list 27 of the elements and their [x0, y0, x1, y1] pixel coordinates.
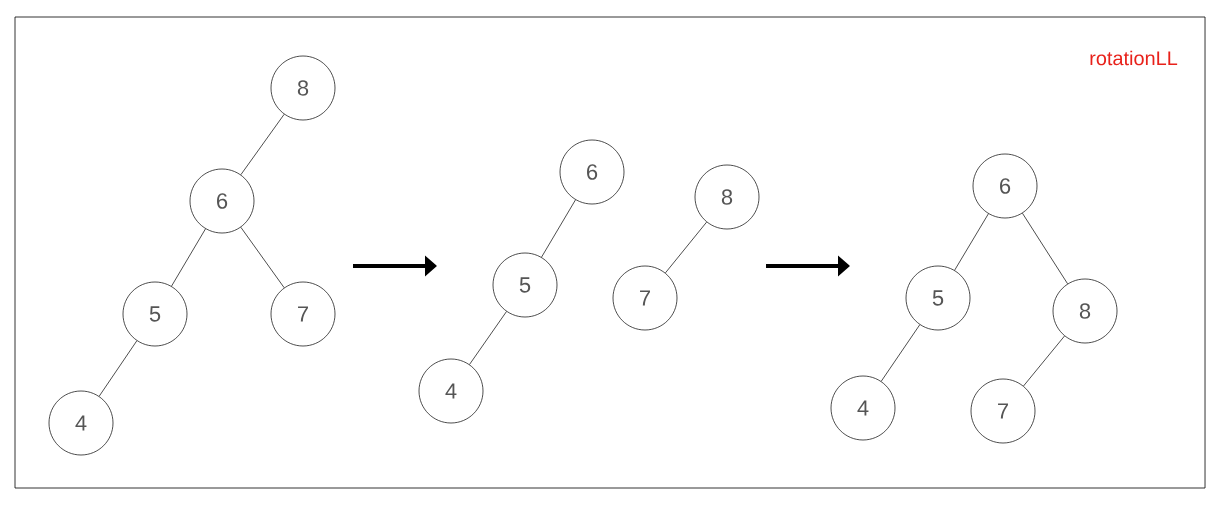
tree-node: 4 [830, 375, 896, 441]
tree-node: 4 [48, 390, 114, 456]
tree-edge [469, 311, 507, 365]
tree-node: 7 [270, 281, 336, 347]
tree-node: 8 [270, 55, 336, 121]
tree-edge [954, 213, 989, 271]
tree-node: 6 [189, 168, 255, 234]
tree-node: 8 [1052, 278, 1118, 344]
tree-edge [98, 340, 138, 397]
tree-node: 7 [970, 378, 1036, 444]
tree-edge [541, 199, 576, 258]
tree-node: 6 [972, 153, 1038, 219]
tree-node: 7 [612, 265, 678, 331]
tree-edge [1022, 212, 1068, 285]
tree-edge [665, 221, 707, 274]
tree-node: 5 [122, 281, 188, 347]
tree-node: 8 [694, 164, 760, 230]
title: rotationLL [1090, 50, 1178, 66]
tree-node: 4 [418, 358, 484, 424]
tree-edge [240, 226, 285, 289]
tree-edge [1023, 335, 1065, 387]
tree-node: 5 [905, 265, 971, 331]
tree-edge [880, 324, 921, 382]
tree-edge [240, 113, 285, 176]
tree-node: 5 [492, 252, 558, 318]
tree-edge [171, 228, 206, 287]
tree-node: 6 [559, 139, 625, 205]
